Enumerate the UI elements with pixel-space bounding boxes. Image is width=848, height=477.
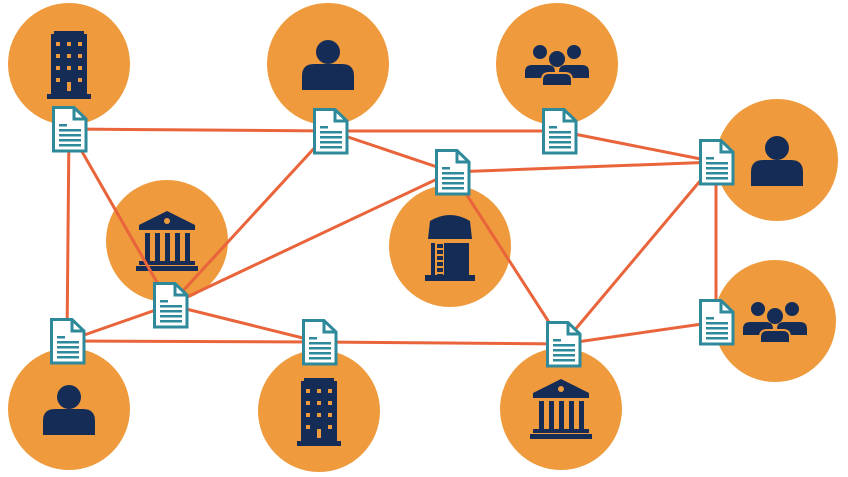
entity-node-bank	[500, 348, 622, 470]
edge-I-J	[562, 320, 717, 346]
entity-node-office-building	[8, 3, 130, 125]
entity-circles	[8, 3, 838, 472]
entity-node-person	[8, 348, 130, 470]
documents	[50, 106, 735, 368]
person-icon	[302, 40, 354, 90]
entity-node-bank	[106, 180, 228, 302]
person-icon	[43, 385, 95, 435]
office-building-icon	[297, 378, 341, 446]
document-icon	[52, 106, 88, 153]
document-icon	[699, 139, 735, 186]
entity-node-group	[714, 260, 836, 382]
entity-node-group	[496, 3, 618, 125]
edge-F-H	[169, 303, 320, 344]
group-icon	[525, 45, 589, 87]
entity-node-person	[716, 99, 838, 221]
document-icon	[302, 319, 338, 366]
edge-A-G	[65, 128, 71, 342]
entity-node-silo	[389, 185, 511, 307]
person-icon	[751, 136, 803, 186]
edge-D-I	[450, 171, 565, 345]
edge-B-D	[329, 129, 453, 174]
connections	[65, 127, 718, 346]
document-icon	[542, 108, 578, 155]
entity-node-person	[267, 3, 389, 125]
edge-H-I	[318, 340, 564, 346]
edge-B-F	[168, 129, 332, 307]
edge-A-F	[67, 128, 172, 306]
document-icon	[699, 299, 735, 346]
bank-icon	[530, 379, 592, 439]
document-icon	[546, 321, 582, 368]
entity-node-office-building	[258, 350, 380, 472]
document-icon	[435, 149, 471, 196]
edge-A-B	[68, 127, 331, 133]
document-icon	[153, 282, 189, 329]
office-building-icon	[47, 31, 91, 99]
silo-icon	[425, 215, 475, 281]
edge-D-F	[169, 170, 453, 307]
bank-icon	[136, 211, 198, 271]
document-icon	[50, 318, 86, 365]
group-icon	[743, 302, 807, 344]
edge-E-I	[561, 161, 718, 345]
edge-G-H	[66, 339, 320, 344]
edge-D-E	[451, 160, 717, 174]
edge-C-E	[558, 129, 717, 164]
document-icon	[313, 108, 349, 155]
